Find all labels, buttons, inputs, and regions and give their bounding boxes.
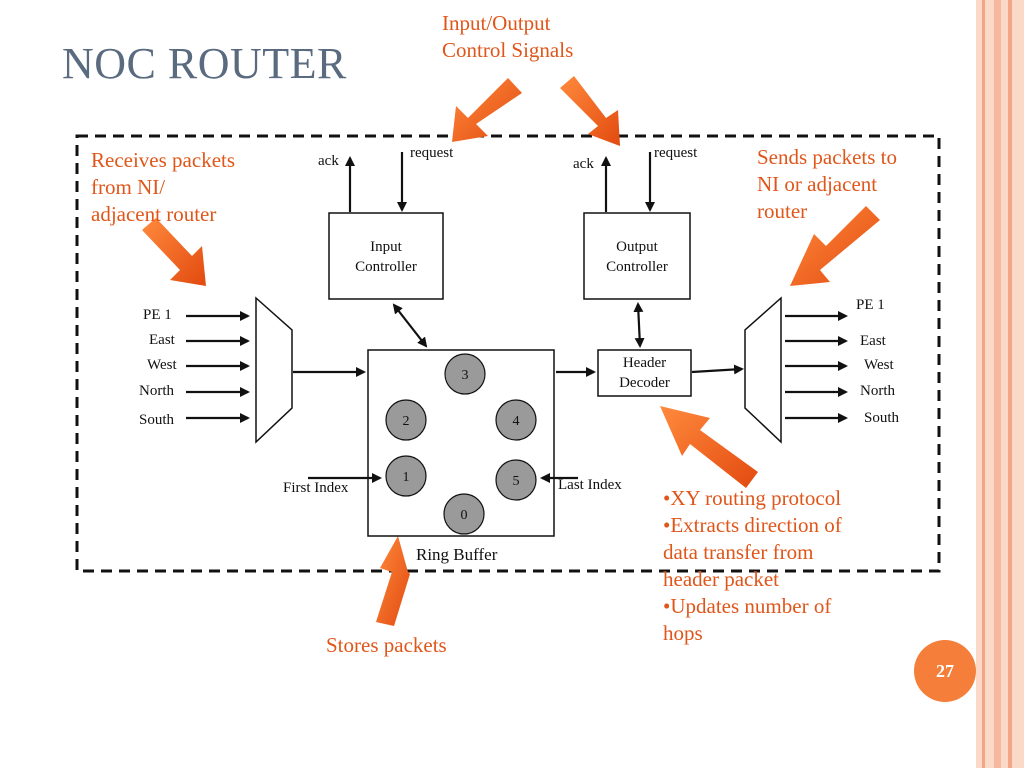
input-port-pe1: PE 1 — [143, 307, 172, 323]
input-ack-label: ack — [318, 153, 339, 169]
callout-arrow-stores — [376, 536, 410, 626]
callout-arrow-decoder — [660, 406, 758, 488]
input-controller-buffer-arrow — [392, 303, 428, 348]
buffer-slot-5 — [495, 459, 537, 501]
decoder-to-mux-arrow — [691, 364, 744, 375]
input-request-label: request — [410, 145, 454, 161]
buffer-slot-label: 5 — [513, 474, 520, 489]
stores-annotation: Stores packets — [326, 633, 447, 657]
receives-annotation: Receives packets from NI/ adjacent route… — [91, 148, 236, 226]
io-control-annotation: Input/Output Control Signals — [442, 11, 574, 62]
output-port-pe1: PE 1 — [856, 297, 885, 313]
first-index-label: First Index — [283, 480, 349, 496]
buffer-slot-2 — [385, 399, 427, 441]
buffer-slots — [385, 353, 537, 535]
output-request-label: request — [654, 145, 698, 161]
input-port-east: East — [149, 332, 175, 348]
buffer-slot-1 — [385, 455, 427, 497]
output-controller-label: Output Controller — [606, 239, 668, 275]
callout-arrow-receives — [142, 218, 206, 286]
buffer-slot-0 — [443, 493, 485, 535]
input-controller-label: Input Controller — [355, 239, 417, 275]
input-port-south: South — [139, 412, 175, 428]
output-controller-decoder-arrow — [633, 302, 645, 348]
header-decoder-box — [597, 349, 692, 397]
page-number-badge: 27 — [914, 640, 976, 702]
output-ack-label: ack — [573, 156, 594, 172]
callout-arrow-sends — [790, 206, 880, 286]
input-port-north: North — [139, 383, 174, 399]
output-port-south: South — [864, 410, 900, 426]
output-port-east: East — [860, 333, 886, 349]
input-port-west: West — [147, 357, 177, 373]
input-multiplexer — [255, 296, 293, 444]
header-decoder-label: Header Decoder — [619, 355, 670, 391]
buffer-slot-label: 0 — [461, 508, 468, 523]
sends-annotation: Sends packets to NI or adjacent router — [757, 145, 897, 223]
slide-title: NOC ROUTER — [62, 39, 347, 88]
buffer-slot-4 — [495, 399, 537, 441]
buffer-slot-3 — [444, 353, 486, 395]
callout-arrow-io-left — [452, 78, 522, 142]
router-boundary — [75, 134, 941, 573]
output-port-north: North — [860, 383, 895, 399]
ring-buffer-label: Ring Buffer — [416, 545, 498, 564]
last-index-label: Last Index — [558, 477, 622, 493]
input-controller-box — [328, 212, 444, 300]
noc-router-diagram: 3 2 4 1 5 0 — [75, 76, 941, 626]
buffer-slot-label: 1 — [403, 470, 410, 485]
buffer-slot-label: 4 — [513, 414, 520, 429]
input-port-arrows — [186, 311, 250, 423]
decoder-notes-annotation: •XY routing protocol •Extracts direction… — [663, 486, 842, 645]
buffer-slot-label: 2 — [403, 414, 410, 429]
callout-arrows — [142, 76, 880, 626]
slide-border-stripes — [976, 0, 1024, 768]
output-port-west: West — [864, 357, 894, 373]
buffer-slot-label: 3 — [462, 368, 469, 383]
callout-arrow-io-right — [560, 76, 620, 146]
output-multiplexer — [744, 296, 782, 444]
output-port-arrows — [785, 311, 848, 423]
output-controller-box — [583, 212, 691, 300]
